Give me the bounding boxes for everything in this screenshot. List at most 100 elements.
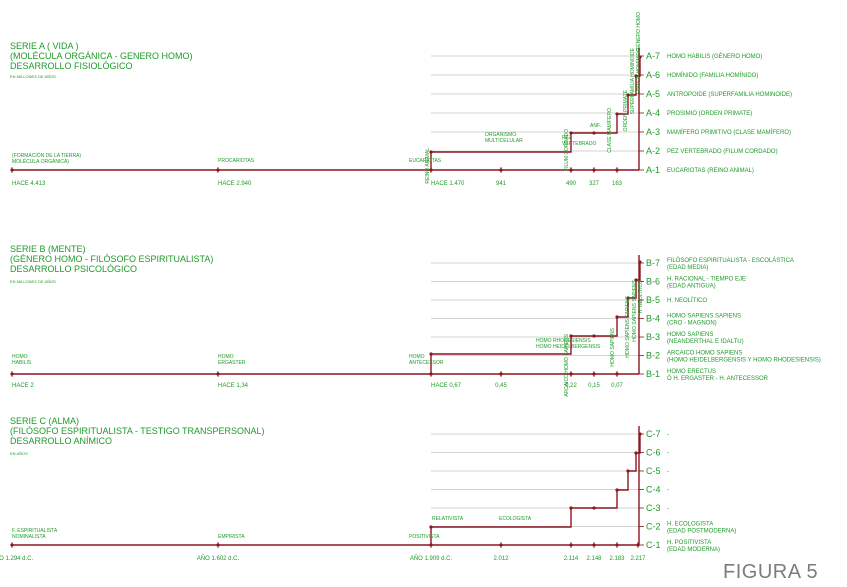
series-b-title-line: SERIE B (MENTE) [10, 244, 86, 254]
series-c-step-dot [626, 469, 630, 473]
series-a-vertical-label: ORDEN PRIMATE [623, 89, 629, 131]
series-b-level-code: B-7 [646, 258, 660, 268]
series-b-step-dot [569, 334, 573, 338]
series-c-stage-label: NOMINALISTA [12, 534, 46, 540]
series-b-tick-label: 0,07 [611, 383, 623, 389]
series-c-level-code: C-4 [646, 485, 661, 495]
series-c-stage-label: F. ESPIRITUALISTA [12, 528, 58, 534]
series-b-staircase [430, 261, 641, 374]
series-a-tick-label: HACE 2.940 [218, 181, 252, 187]
series-c-tick-label: 2.012 [493, 556, 509, 562]
series-c-level-code: C-2 [646, 522, 661, 532]
series-b-stage-label: HOMO HEIDELBERGENSIS [536, 344, 601, 350]
series-b-stage-label: HOMO [218, 354, 234, 360]
series-c-title: SERIE C (ALMA) (FILÓSOFO ESPIRITUALISTA … [10, 416, 265, 446]
series-b-level-desc: HOMO ERECTUS [667, 369, 716, 375]
series-a-stage-label: VERTEBRADO [562, 141, 596, 147]
series-a-stage-label: ANF. [590, 123, 601, 129]
series-b-level-desc: (HOMO HEIDELBERGENSIS Y HOMO RHODESIENSI… [667, 358, 821, 364]
series-c-level-desc: - [667, 451, 669, 457]
series-a-step-dot [429, 150, 433, 154]
series-c-level-code: C-6 [646, 448, 661, 458]
series-c-level-desc: H. POSITIVISTA [667, 540, 711, 546]
series-a-stage-label: PROCARIOTAS [218, 158, 255, 164]
series-b-tick-label: 0,22 [565, 383, 577, 389]
series-b-level-code: B-2 [646, 351, 660, 361]
series-c-tick-label: 2.114 [564, 556, 579, 562]
series-a-step-dot [615, 112, 619, 116]
series-c-stage-label: EMPIRISTA [218, 534, 245, 540]
series-a-level-code: A-3 [646, 127, 660, 137]
series-a-step-dot [634, 74, 638, 78]
series-c-step-dot [615, 488, 619, 492]
series-a-title-line: DESARROLLO FISIOLÓGICO [10, 61, 133, 71]
series-a-vertical-label: SUPERFAMILIA HOMINOIDE [630, 47, 636, 114]
series-b-level-desc: H. NEOLÍTICO [667, 297, 707, 304]
series-a-tick-label: 327 [589, 181, 600, 187]
series-a-level-desc: PEZ VERTEBRADO (FILUM CORDADO) [667, 149, 778, 155]
series-b-level-desc: (EDAD ANTIGUA) [667, 284, 716, 290]
series-b-step-dot [592, 334, 596, 338]
series-b-vertical-label: HOMO SAPIENS SAPIENS [632, 279, 638, 341]
series-b-stage-label: HOMO [409, 354, 425, 360]
series-b-level-desc: ARCAICO HOMO SAPIENS [667, 351, 742, 357]
series-b-level-code: B-6 [646, 277, 660, 287]
series-b-vertical-label: HOMO SAPIENS SAPIENS [625, 295, 631, 357]
series-b-title-line: (GÉNERO HOMO - FILÓSOFO ESPIRITUALISTA) [10, 254, 214, 264]
series-b-tick-label: HACE 0,67 [431, 383, 462, 389]
series-b-step-dot [615, 315, 619, 319]
series-b-stage-label: ERGASTER [218, 360, 246, 366]
series-c-title-line: SERIE C (ALMA) [10, 416, 80, 426]
series-a-vertical-label: REINO ANIMAL [425, 148, 431, 184]
series-a-stage-label: MULTICELULAR [485, 138, 523, 144]
series-c-stage-label: POSITIVISTA [409, 534, 440, 540]
series-a-title: SERIE A ( VIDA ) (MOLÉCULA ORGÁNICA - GE… [10, 41, 193, 71]
series-a-level-code: A-4 [646, 108, 660, 118]
series-c-title-line: (FILÓSOFO ESPIRITUALISTA - TESTIGO TRANS… [10, 426, 265, 436]
series-c-stage-label: RELATIVISTA [432, 516, 464, 522]
series-a-tick-label: 490 [566, 181, 577, 187]
series-a-level-code: A-2 [646, 146, 660, 156]
series-c-tick-label: AÑO 1.602 d.C. [197, 555, 240, 562]
series-c-tick-label: 2.148 [586, 556, 602, 562]
series-a-tick-label: HACE 1.470 [431, 181, 465, 187]
series-b-stage-label: ANTECESSOR [409, 360, 444, 366]
series-c-units: EN AÑOS [10, 451, 28, 456]
series-a-stage-label: PEZ [562, 135, 572, 141]
series-a-level-desc: HOMÍNIDO (FAMILIA HOMÍNIDO) [667, 72, 758, 79]
series-a-stage-label: ORGANISMO [485, 132, 516, 138]
series-b-level-desc: (EDAD MEDIA) [667, 265, 708, 271]
series-c-level-desc: - [667, 506, 669, 512]
series-a-vertical-label: CLASE MAMÍFERO [606, 108, 613, 153]
series-b-tick-label: 0,45 [495, 383, 507, 389]
series-b-title-line: DESARROLLO PSICOLÓGICO [10, 264, 138, 274]
series-a-level-code: A-1 [646, 165, 660, 175]
series-a-vertical-label: FAMILIA HOMÍNIDO [635, 48, 642, 94]
series-b-level-code: B-5 [646, 295, 660, 305]
series-b-level-desc: (CRO - MAGNON) [667, 321, 717, 327]
series-c-staircase [430, 433, 641, 545]
series-a-step-dot [626, 93, 630, 97]
series-c-level-code: C-1 [646, 540, 661, 550]
series-a-vertical-label: GÉNERO HOMO [635, 12, 642, 51]
series-b-stage-label: HOMO [12, 354, 28, 360]
series-a-level-code: A-7 [646, 51, 660, 61]
series-c-tick-label: AÑO 1.909 d.C. [410, 555, 453, 562]
series-a-level-code: A-5 [646, 89, 660, 99]
series-b-stage-label: HOMO RHODESIENSIS [536, 338, 591, 344]
series-c-tick-label: 2.183 [609, 556, 625, 562]
series-a-level-code: A-6 [646, 70, 660, 80]
series-c-title-line: DESARROLLO ANÍMICO [10, 436, 113, 446]
series-c-level-desc: H. ECOLOGISTA [667, 522, 713, 528]
series-a-vertical-label: FILUM CORDADO [564, 129, 570, 171]
series-b-step-dot [634, 278, 638, 282]
series-b-step-dot [626, 296, 630, 300]
series-b-tick-label: 0,15 [588, 383, 600, 389]
series-b-vertical-label: HOMO SAPIENS [610, 327, 616, 366]
series-a-step-dot [569, 131, 573, 135]
series-a-level-desc: EUCARIOTAS (REINO ANIMAL) [667, 168, 754, 174]
series-b-level-desc: (NEANDERTHAL E IDALTU) [667, 339, 744, 345]
figure-label: FIGURA 5 [723, 561, 819, 583]
series-b-level-desc: H. RACIONAL - TIEMPO EJE [667, 277, 746, 283]
series-b-level-code: B-3 [646, 332, 660, 342]
